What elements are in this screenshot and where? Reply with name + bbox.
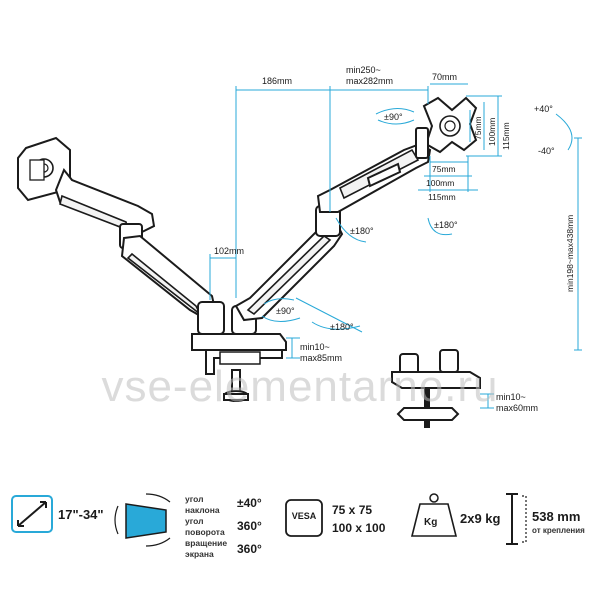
rotation-180-mid-label: ±180° <box>350 226 374 236</box>
tilt-label-2: наклона <box>185 505 220 515</box>
left-upper-arm <box>54 168 156 249</box>
height-label: от крепления <box>532 526 585 535</box>
rotation-90-top-label: ±90° <box>384 112 403 122</box>
tilt-label-1: угол <box>185 494 204 504</box>
reach-range-label-1: min250~ <box>346 65 381 75</box>
rotate-label-1: вращение <box>185 538 228 548</box>
grommet-range-label-2: max60mm <box>496 403 538 413</box>
weight-badge: Kg <box>424 517 438 528</box>
vesa-top-label: 70mm <box>432 72 457 82</box>
rotate-value: 360° <box>237 542 262 556</box>
rotate-label-2: экрана <box>185 549 214 559</box>
rotation-180-vesa-label: ±180° <box>434 220 458 230</box>
vesa-100v-label: 100mm <box>487 118 497 146</box>
height-range-label: min198~max438mm <box>565 215 575 292</box>
reach-label: 186mm <box>262 76 292 86</box>
vesa-badge: VESA <box>291 511 317 521</box>
dimension-lines <box>209 83 582 409</box>
screen-size-icon <box>11 495 53 533</box>
right-lower-arm <box>234 205 344 322</box>
vesa-100h-label: 100mm <box>426 178 454 188</box>
tilt-down-label: -40° <box>538 146 555 156</box>
vesa-value-2: 100 x 100 <box>332 521 386 535</box>
swivel-label-1: угол <box>185 516 204 526</box>
swivel-label-2: поворота <box>185 527 225 537</box>
vesa-115h-label: 115mm <box>428 192 456 202</box>
tilt-value: ±40° <box>237 496 262 510</box>
reach-range-label-2: max282mm <box>346 76 393 86</box>
weight-icon <box>410 493 458 537</box>
vesa-75h-label: 75mm <box>432 164 456 174</box>
vesa-values: 75 x 75 100 x 100 <box>332 501 385 537</box>
height-icon <box>506 493 527 545</box>
right-vesa-plate <box>415 96 478 159</box>
vesa-115v-label: 115mm <box>501 122 511 150</box>
center-pole-clamp <box>191 301 287 402</box>
weight-value: 2x9 kg <box>460 511 501 526</box>
tilt-up-label: +40° <box>534 104 553 114</box>
tilt-swivel-values: ±40° 360° 360° <box>237 492 262 561</box>
height-value: 538 mm <box>532 509 581 524</box>
rotation-180-bottom-label: ±180° <box>330 322 354 332</box>
vesa-value-1: 75 x 75 <box>332 503 373 517</box>
arm-offset-label: 102mm <box>214 246 244 256</box>
tilt-label-group: угол наклона угол поворота вращение экра… <box>185 494 227 560</box>
spec-icons <box>11 493 527 547</box>
vesa-75v-label: 75mm <box>473 116 483 140</box>
monitor-rotate-icon <box>114 493 171 547</box>
screen-size-value: 17"-34" <box>58 507 104 522</box>
clamp-range-label-2: max85mm <box>300 353 342 363</box>
dimension-labels: 186mm min250~ max282mm 70mm 75mm 100mm 1… <box>214 65 575 413</box>
vesa-icon <box>285 499 323 537</box>
grommet-base <box>391 349 481 428</box>
rotation-90-bottom-label: ±90° <box>276 306 295 316</box>
swivel-value: 360° <box>237 519 262 533</box>
grommet-range-label-1: min10~ <box>496 392 526 402</box>
right-upper-arm <box>316 142 432 213</box>
clamp-range-label-1: min10~ <box>300 342 330 352</box>
